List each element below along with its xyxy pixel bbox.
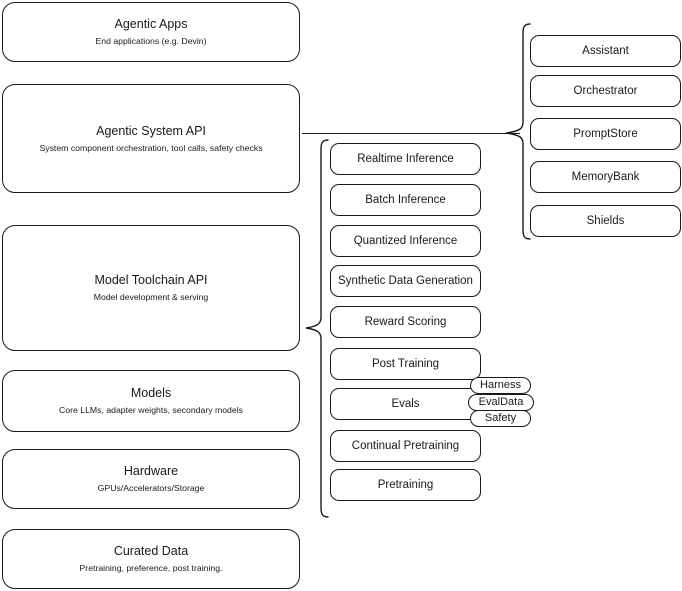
capability-label: Evals [391,397,420,410]
layer-title: Hardware [123,464,179,479]
component-label: Orchestrator [573,84,638,97]
capability-synthetic-data-generation[interactable]: Synthetic Data Generation [330,265,481,297]
capability-label: Batch Inference [365,193,446,206]
component-label: Assistant [582,44,629,57]
layer-agentic-apps[interactable]: Agentic Apps End applications (e.g. Devi… [2,2,300,62]
layer-title: Model Toolchain API [94,273,208,288]
layer-subtitle: GPUs/Accelerators/Storage [97,483,205,494]
capability-label: Post Training [371,357,440,370]
layer-subtitle: Core LLMs, adapter weights, secondary mo… [59,405,243,416]
capability-label: Continual Pretraining [351,439,460,452]
layer-models[interactable]: Models Core LLMs, adapter weights, secon… [2,370,300,432]
layer-title: Agentic Apps [114,17,188,32]
capability-label: Realtime Inference [357,152,454,165]
layer-model-toolchain-api[interactable]: Model Toolchain API Model development & … [2,225,300,351]
layer-curated-data[interactable]: Curated Data Pretraining, preference, po… [2,529,300,589]
layer-subtitle: System component orchestration, tool cal… [39,142,263,153]
component-shields[interactable]: Shields [530,205,681,237]
layer-subtitle: Pretraining, preference, post training. [79,563,223,574]
capability-quantized-inference[interactable]: Quantized Inference [330,225,481,257]
evals-tag-label: Harness [480,378,521,391]
evals-tag-harness[interactable]: Harness [470,377,531,394]
evals-tag-safety[interactable]: Safety [470,410,531,427]
capability-label: Synthetic Data Generation [338,274,473,287]
capability-continual-pretraining[interactable]: Continual Pretraining [330,430,481,462]
capability-pretraining[interactable]: Pretraining [330,469,481,501]
capability-post-training[interactable]: Post Training [330,348,481,380]
capability-label: Quantized Inference [353,234,458,247]
component-label: Shields [586,214,625,227]
layer-subtitle: End applications (e.g. Devin) [95,36,207,47]
layer-subtitle: Model development & serving [93,292,209,303]
brace-system-components [504,22,532,242]
capability-label: Reward Scoring [364,315,447,328]
capability-evals[interactable]: Evals [330,388,481,420]
component-assistant[interactable]: Assistant [530,35,681,67]
layer-agentic-system-api[interactable]: Agentic System API System component orch… [2,84,300,193]
layer-title: Agentic System API [96,123,206,138]
capability-realtime-inference[interactable]: Realtime Inference [330,143,481,175]
capability-batch-inference[interactable]: Batch Inference [330,184,481,216]
evals-tag-label: EvalData [478,395,524,408]
brace-toolchain-capabilities [304,138,330,520]
layer-title: Models [130,386,172,401]
component-orchestrator[interactable]: Orchestrator [530,75,681,107]
layer-title: Curated Data [113,544,189,559]
capability-reward-scoring[interactable]: Reward Scoring [330,306,481,338]
capability-label: Pretraining [377,478,434,491]
component-label: MemoryBank [571,170,640,183]
evals-tag-label: Safety [484,411,517,424]
evals-tag-evaldata[interactable]: EvalData [468,394,534,411]
connector-system-api-to-components [302,133,520,134]
component-promptstore[interactable]: PromptStore [530,118,681,150]
component-label: PromptStore [573,127,638,140]
component-memorybank[interactable]: MemoryBank [530,161,681,193]
layer-hardware[interactable]: Hardware GPUs/Accelerators/Storage [2,449,300,509]
